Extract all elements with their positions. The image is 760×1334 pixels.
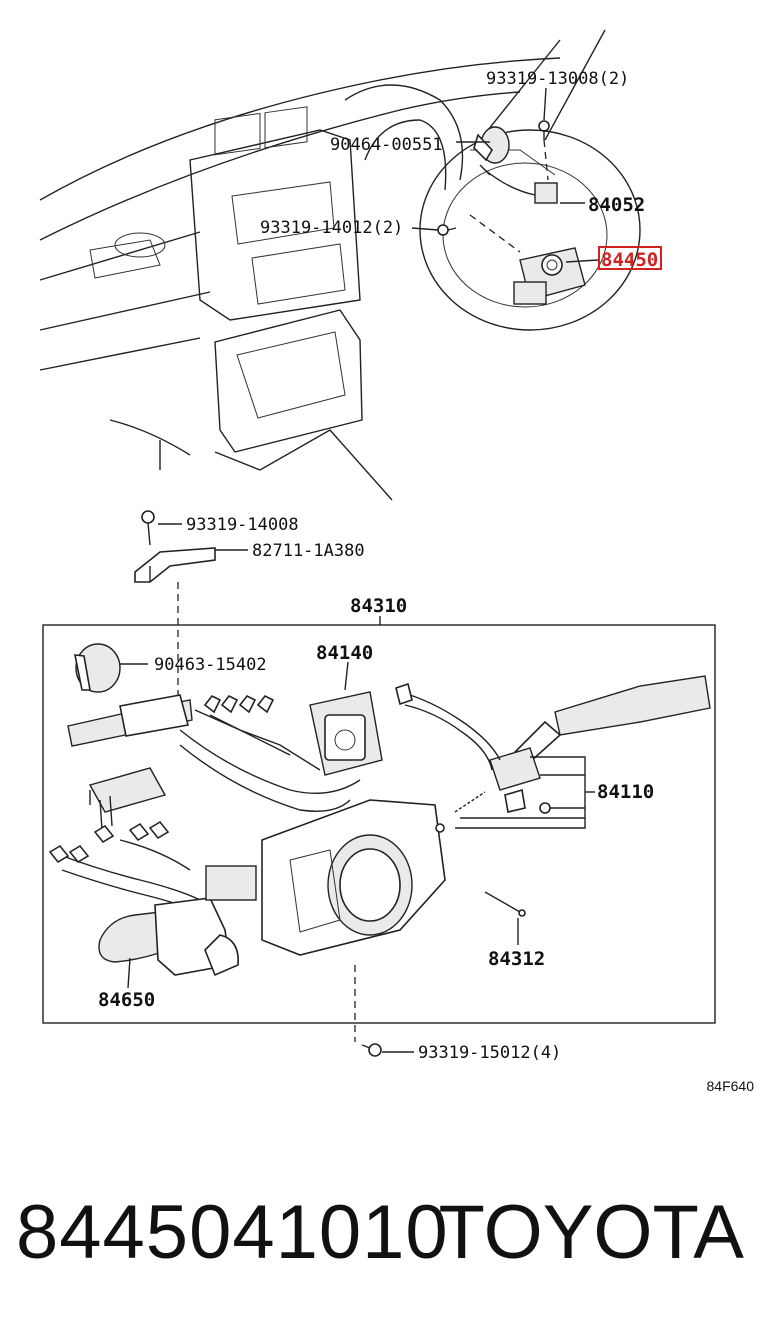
label-90463-15402: 90463-15402 bbox=[154, 655, 267, 675]
screw-icon bbox=[368, 1043, 382, 1057]
label-93319-14008: 93319-14008 bbox=[186, 515, 299, 535]
label-84140: 84140 bbox=[316, 642, 373, 664]
label-84450[interactable]: 84450 bbox=[601, 249, 658, 271]
label-84310: 84310 bbox=[350, 595, 407, 617]
label-84110: 84110 bbox=[597, 781, 654, 803]
bracket-components bbox=[134, 510, 216, 700]
part-number: 8445041010 bbox=[16, 1190, 449, 1275]
dashboard-illustration bbox=[39, 29, 641, 501]
label-93319-15012: 93319-15012(4) bbox=[418, 1043, 561, 1063]
highlight-box bbox=[598, 246, 662, 270]
label-84312: 84312 bbox=[488, 948, 545, 970]
label-90464-00551: 90464-00551 bbox=[330, 135, 443, 155]
label-84052: 84052 bbox=[588, 194, 645, 216]
diagram-code: 84F640 bbox=[706, 1078, 754, 1094]
label-82711-1A380: 82711-1A380 bbox=[252, 541, 365, 561]
label-93319-13008: 93319-13008(2) bbox=[486, 69, 629, 89]
upper-components bbox=[437, 120, 586, 305]
assembly-box bbox=[42, 624, 716, 1024]
brand-name: TOYOTA bbox=[438, 1190, 744, 1275]
parts-diagram: 93319-13008(2) 90464-00551 84052 93319-1… bbox=[39, 29, 716, 1063]
label-84650: 84650 bbox=[98, 989, 155, 1011]
label-93319-14012: 93319-14012(2) bbox=[260, 218, 403, 238]
assembly-components bbox=[48, 643, 711, 977]
